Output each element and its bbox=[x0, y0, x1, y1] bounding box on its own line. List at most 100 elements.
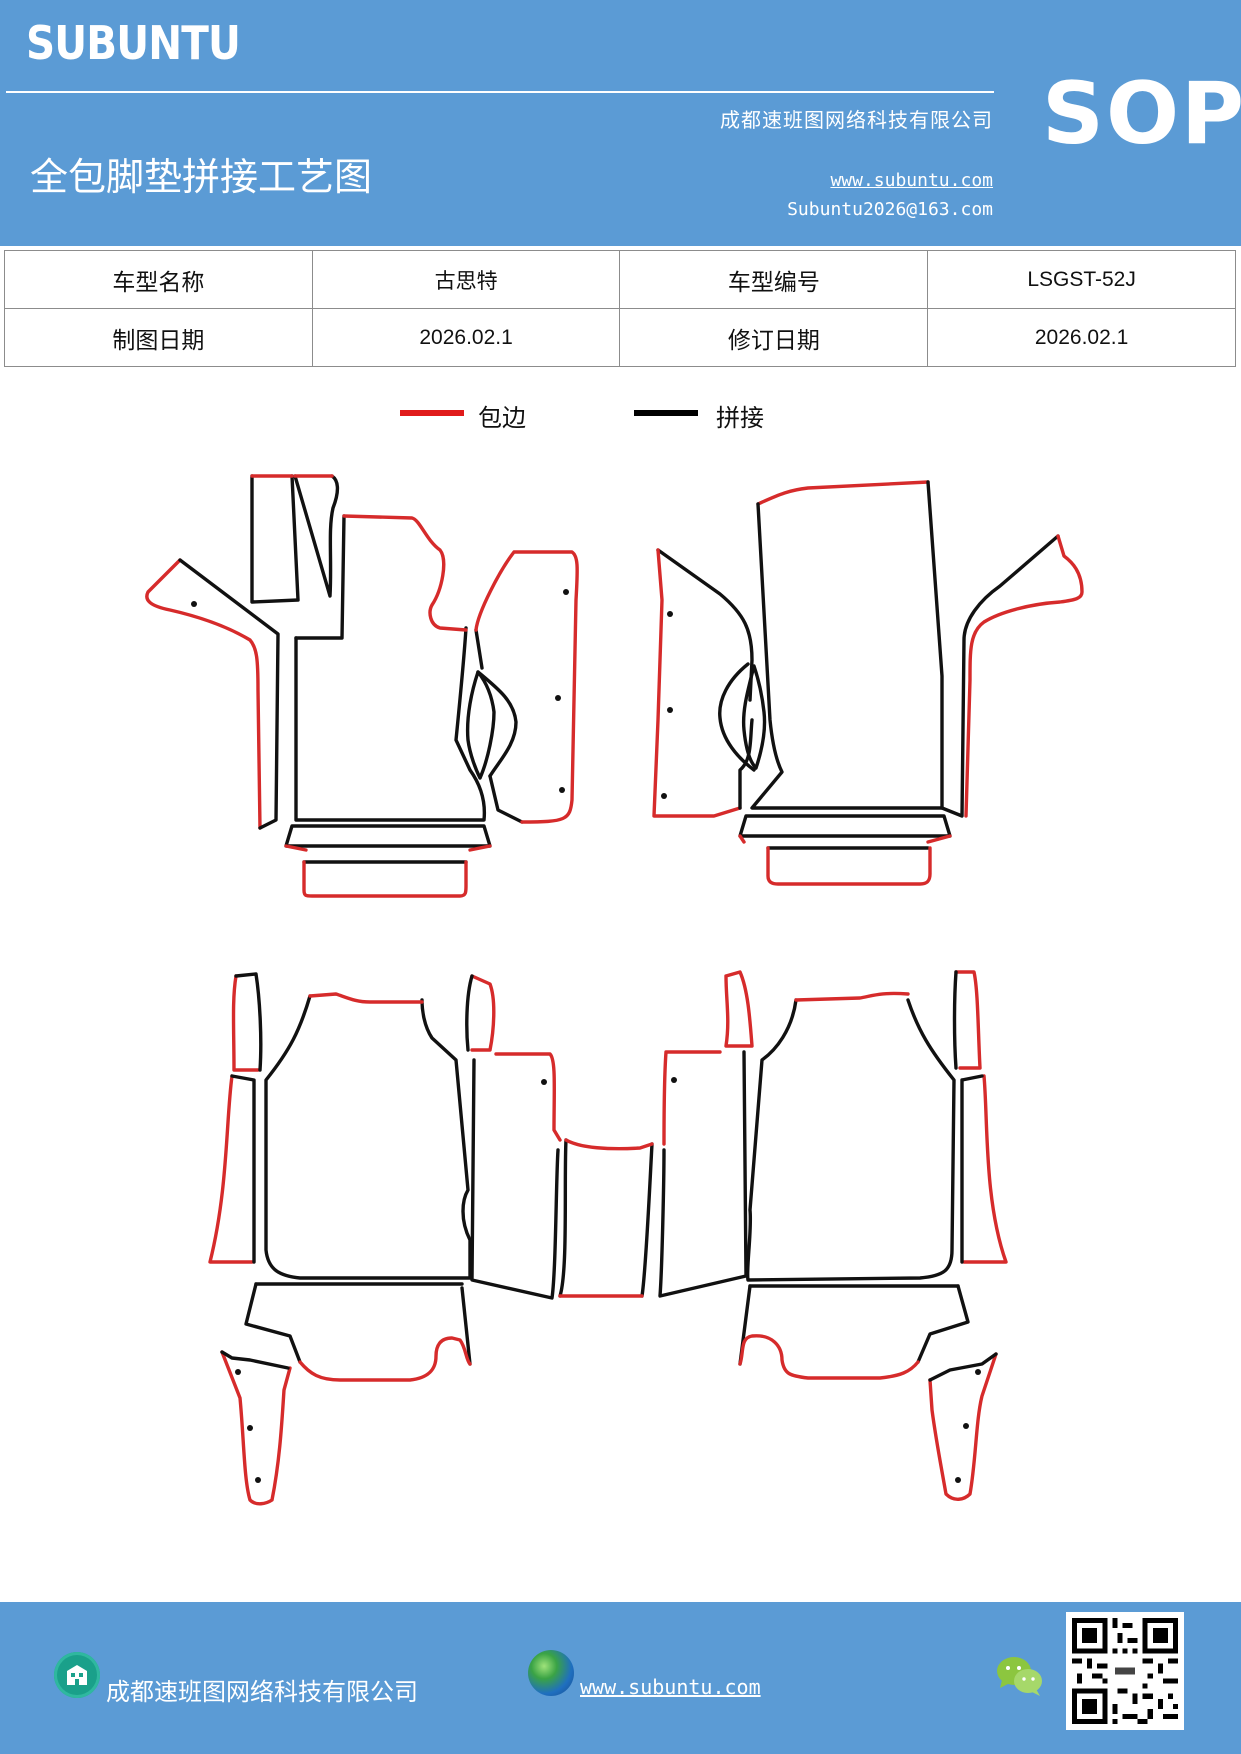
rear-left-leg-dot bbox=[235, 1369, 241, 1375]
front-right-door-seam bbox=[656, 548, 754, 702]
front-right-main-seam bbox=[750, 480, 944, 810]
rear-left-side-edge bbox=[208, 1074, 254, 1264]
header-company-name: 成都速班图网络科技有限公司 bbox=[720, 108, 993, 132]
page-title: 全包脚垫拼接工艺图 bbox=[30, 155, 373, 199]
rear-right-door-edge bbox=[662, 1050, 722, 1146]
rear-right-leg-seam bbox=[928, 1352, 998, 1382]
front-left-eye-outer bbox=[476, 670, 518, 778]
front-left-main-seam-2 bbox=[294, 514, 346, 640]
front-right-strip-1 bbox=[738, 814, 952, 838]
header-website-link[interactable]: www.subuntu.com bbox=[830, 170, 993, 191]
center-tunnel-seam bbox=[558, 1138, 654, 1298]
front-right-door-edge bbox=[652, 548, 742, 818]
model-name-label: 车型名称 bbox=[4, 250, 313, 309]
front-left-wing-edge bbox=[145, 558, 262, 830]
rear-right-bottom-seam bbox=[738, 1284, 970, 1366]
footer-website-link[interactable]: www.subuntu.com bbox=[580, 1675, 761, 1699]
front-right-mat-group bbox=[652, 480, 1084, 886]
rear-left-mat-group bbox=[208, 972, 562, 1506]
model-name-value: 古思特 bbox=[311, 250, 621, 309]
front-left-strip-1-edge bbox=[284, 844, 492, 852]
rear-left-door-seam bbox=[470, 1058, 560, 1300]
rear-left-door-dot bbox=[541, 1079, 547, 1085]
rear-right-mat-group bbox=[658, 970, 1008, 1501]
front-left-main-seam bbox=[294, 626, 487, 822]
rear-right-leg-edge bbox=[928, 1352, 998, 1501]
rear-right-bottom-edge bbox=[738, 1334, 920, 1380]
rear-right-main-seam bbox=[745, 998, 956, 1282]
rear-left-top-right-seam bbox=[465, 974, 474, 1052]
rear-left-door-edge bbox=[494, 1052, 562, 1142]
header-banner: SUBUNTU 成都速班图网络科技有限公司 全包脚垫拼接工艺图 www.subu… bbox=[0, 0, 1241, 246]
rear-left-main-top-edge bbox=[308, 992, 424, 1004]
front-right-door-dot bbox=[667, 707, 673, 713]
rear-left-main-seam bbox=[264, 994, 472, 1280]
rear-left-bottom-edge bbox=[298, 1336, 472, 1382]
front-left-mat-group bbox=[145, 474, 579, 898]
draw-date-value: 2026.02.1 bbox=[311, 308, 621, 367]
building-icon bbox=[54, 1652, 100, 1698]
brand-logo: SUBUNTU bbox=[26, 16, 241, 70]
table-row: 车型名称 古思特 车型编号 LSGST-52J bbox=[4, 250, 1236, 309]
footer-company-name: 成都速班图网络科技有限公司 bbox=[106, 1678, 418, 1706]
front-right-wing-edge bbox=[964, 534, 1084, 818]
front-right-strip-2-edge bbox=[766, 846, 932, 886]
rear-right-leg-dot bbox=[975, 1369, 981, 1375]
front-left-door-dot bbox=[563, 589, 569, 595]
legend-edge-label: 包边 bbox=[478, 404, 526, 432]
rear-right-door-dot bbox=[671, 1077, 677, 1083]
front-left-main-edge bbox=[342, 514, 468, 632]
front-left-eye-inner bbox=[465, 670, 496, 780]
floor-mat-diagram bbox=[145, 474, 1084, 1506]
center-tunnel-group bbox=[558, 1138, 654, 1298]
qr-code[interactable] bbox=[1066, 1612, 1184, 1730]
rear-right-door-seam bbox=[658, 1050, 748, 1298]
front-left-tall-piece-b bbox=[293, 474, 340, 598]
legend-join-swatch bbox=[634, 410, 698, 416]
rear-left-top-right-edge bbox=[470, 974, 496, 1052]
rear-right-right-sliver-edge bbox=[954, 970, 982, 1070]
model-code-value: LSGST-52J bbox=[927, 250, 1236, 309]
rear-right-leg-dot bbox=[955, 1477, 961, 1483]
legend: 包边 拼接 bbox=[400, 398, 1000, 438]
front-left-wing-dot bbox=[191, 601, 197, 607]
rear-right-top-sliver-edge bbox=[724, 970, 754, 1048]
rear-left-leg-edge bbox=[220, 1350, 292, 1506]
rear-left-leg-dot bbox=[247, 1425, 253, 1431]
front-right-eye-outer bbox=[718, 662, 756, 772]
table-row: 制图日期 2026.02.1 修订日期 2026.02.1 bbox=[4, 308, 1236, 367]
front-left-door-dot bbox=[555, 695, 561, 701]
front-right-eye-inner bbox=[741, 664, 767, 770]
header-email: Subuntu2026@163.com bbox=[787, 199, 993, 220]
front-right-top-edge bbox=[756, 480, 930, 506]
legend-join-label: 拼接 bbox=[716, 404, 764, 432]
footer-banner: 成都速班图网络科技有限公司 www.subuntu.com bbox=[0, 1602, 1241, 1754]
rear-right-right-sliver-seam bbox=[952, 970, 958, 1070]
rear-left-side-seam bbox=[230, 1074, 256, 1264]
rear-left-top-sliver-edge bbox=[231, 974, 260, 1072]
front-left-strip-2-edge bbox=[302, 860, 468, 898]
globe-icon bbox=[528, 1650, 574, 1696]
rear-left-leg-seam bbox=[220, 1350, 290, 1370]
sop-label: SOP bbox=[1042, 64, 1241, 164]
rear-right-side-edge bbox=[962, 1074, 1008, 1264]
rear-right-leg-dot bbox=[963, 1423, 969, 1429]
front-left-door-seam bbox=[474, 628, 524, 824]
revise-date-value: 2026.02.1 bbox=[927, 308, 1236, 367]
front-right-door-dot bbox=[667, 611, 673, 617]
draw-date-label: 制图日期 bbox=[4, 308, 313, 367]
rear-right-main-top-edge bbox=[794, 991, 910, 1002]
front-right-wing-seam bbox=[940, 534, 1060, 818]
vehicle-info-table: 车型名称 古思特 车型编号 LSGST-52J 制图日期 2026.02.1 修… bbox=[4, 250, 1236, 367]
front-left-door-edge bbox=[474, 550, 579, 824]
front-left-strip-1 bbox=[284, 824, 492, 848]
front-right-strip-1-edge bbox=[738, 834, 952, 844]
wechat-icon[interactable] bbox=[996, 1654, 1044, 1698]
center-tunnel-top-edge bbox=[564, 1138, 654, 1151]
rear-right-side-seam bbox=[960, 1074, 984, 1264]
legend-edge-swatch bbox=[400, 410, 464, 416]
model-code-label: 车型编号 bbox=[619, 250, 929, 309]
revise-date-label: 修订日期 bbox=[619, 308, 929, 367]
front-left-door-dot bbox=[559, 787, 565, 793]
rear-left-leg-dot bbox=[255, 1477, 261, 1483]
